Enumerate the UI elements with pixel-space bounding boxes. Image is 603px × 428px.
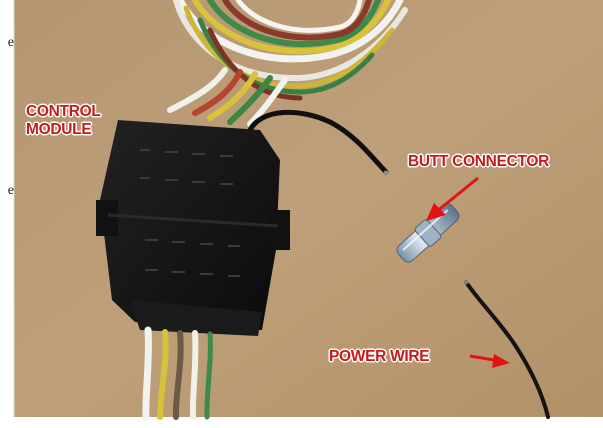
butt-connector-arrow [426,176,479,221]
page-edge-text-middle: e [7,183,14,198]
page-edge-text-top: e [7,35,14,50]
control-module [96,120,290,336]
control-module-label-line2: MODULE [26,121,92,138]
bottom-wires [142,326,213,421]
module-power-lead [247,109,389,175]
control-module-label-line1: CONTROL [26,103,101,120]
power-wire-label: POWER WIRE [329,348,430,365]
power-wire [464,280,550,419]
control-module-label: CONTROL MODULE [26,103,101,139]
butt-connector-label: BUTT CONNECTOR [408,153,550,170]
wire-harness-coil [167,0,408,127]
power-wire-arrow [469,354,510,368]
